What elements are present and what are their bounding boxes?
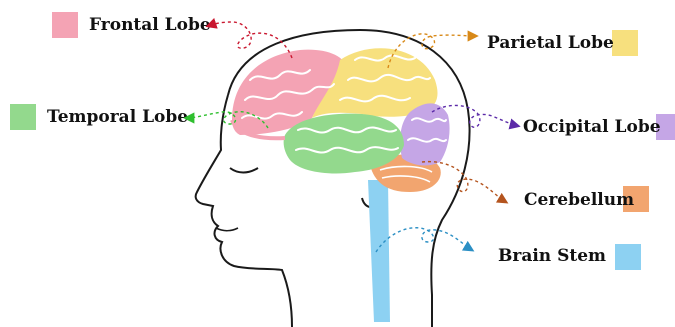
mouth — [216, 228, 238, 231]
brain-stem-arrow — [376, 228, 472, 252]
brain-stem-region — [368, 180, 390, 322]
frontal-arrow — [208, 22, 292, 58]
eye — [230, 168, 258, 173]
